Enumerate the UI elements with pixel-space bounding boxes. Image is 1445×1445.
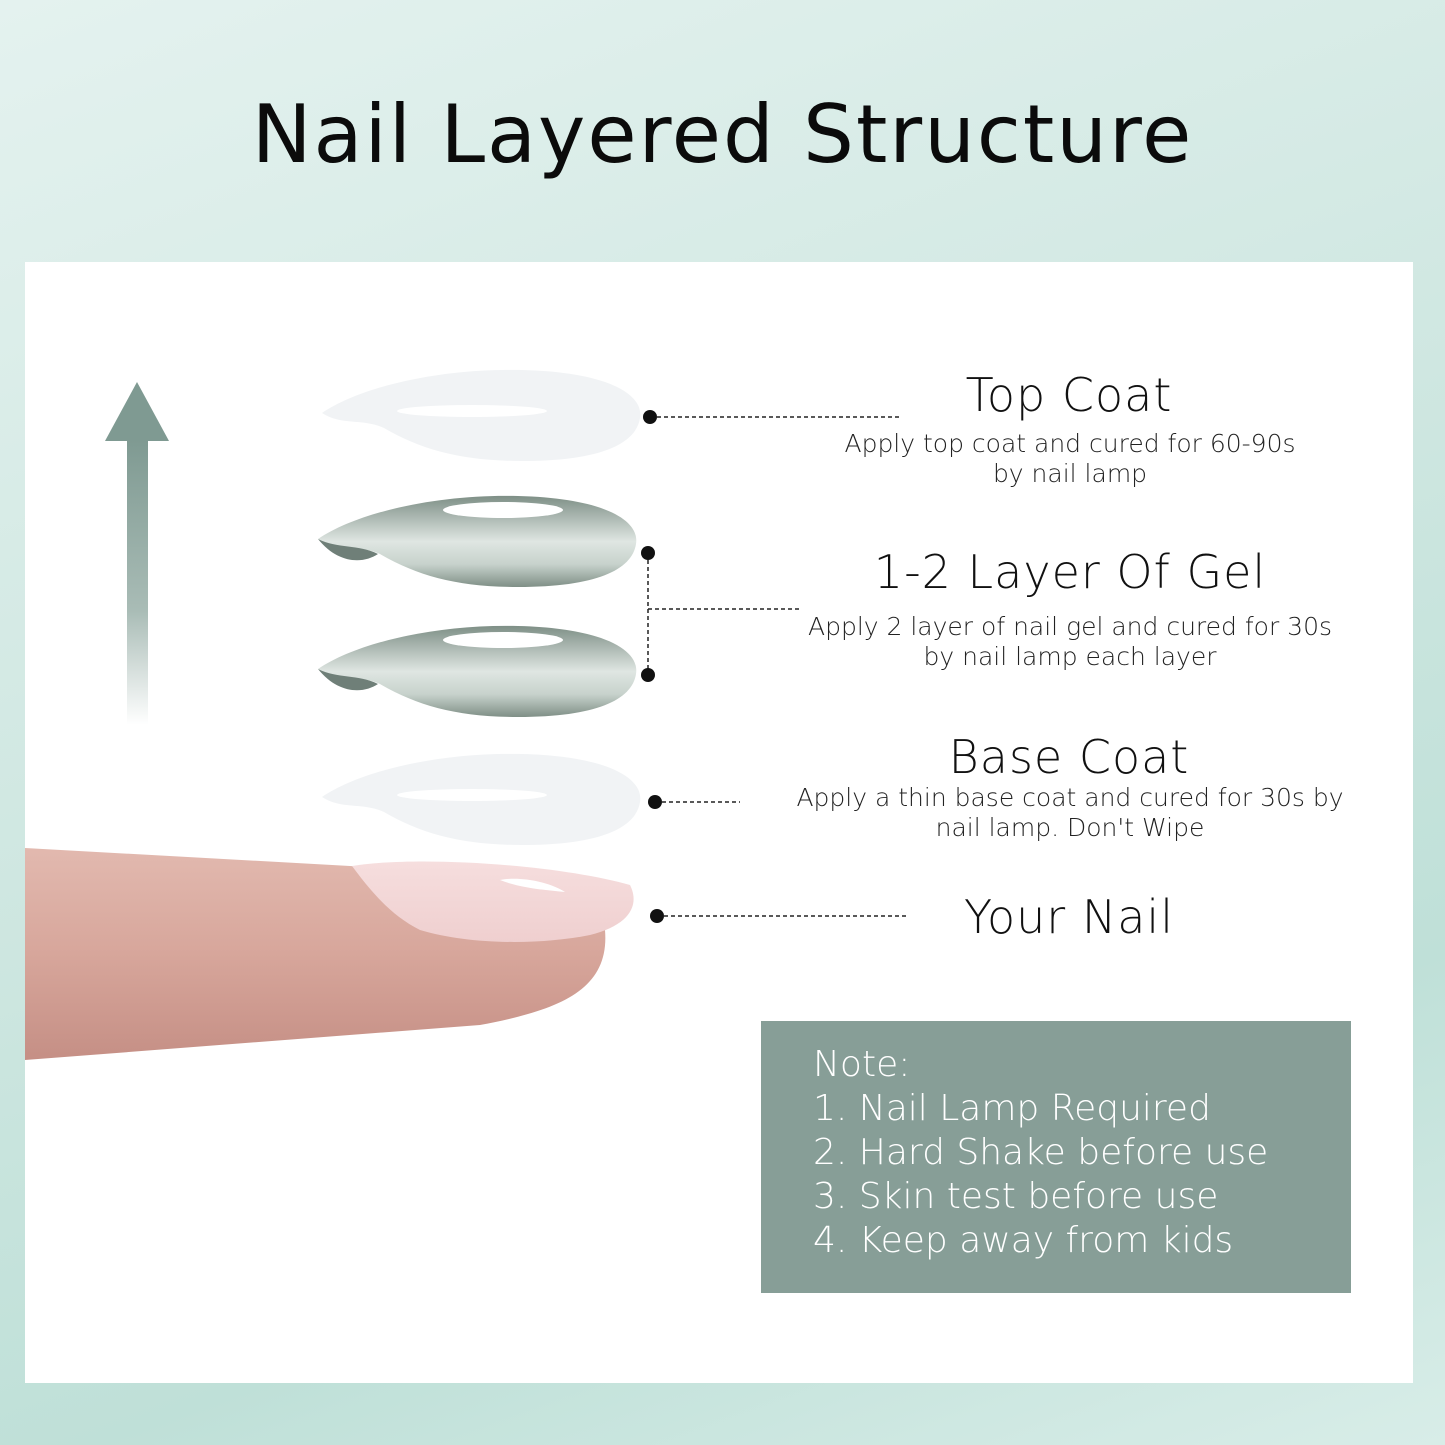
note-item: 3. Skin test before use — [813, 1176, 1219, 1217]
note-item: 4. Keep away from kids — [813, 1220, 1234, 1261]
note-item: 2. Hard Shake before use — [813, 1132, 1269, 1173]
layer-desc-gel: Apply 2 layer of nail gel and cured for … — [740, 612, 1400, 672]
base-coat-nail — [322, 753, 641, 845]
finger-image — [25, 848, 634, 1060]
connector-lines — [647, 416, 907, 917]
note-item: 1. Nail Lamp Required — [813, 1088, 1211, 1129]
note-title: Note: — [813, 1044, 911, 1085]
desc-line: by nail lamp — [992, 459, 1148, 488]
layer-heading-base-coat: Base Coat — [948, 730, 1190, 784]
desc-line: nail lamp. Don't Wipe — [935, 813, 1205, 842]
gel-layer-nail — [318, 625, 637, 717]
connector-dots — [641, 410, 664, 923]
note-box: Note: 1. Nail Lamp Required 2. Hard Shak… — [761, 1021, 1351, 1293]
desc-line: Apply a thin base coat and cured for 30s… — [796, 783, 1344, 812]
desc-line: by nail lamp each layer — [923, 642, 1217, 671]
desc-line: Apply 2 layer of nail gel and cured for … — [807, 612, 1333, 641]
desc-line: Apply top coat and cured for 60-90s — [844, 429, 1296, 458]
layer-desc-base-coat: Apply a thin base coat and cured for 30s… — [740, 783, 1400, 843]
layer-heading-gel: 1-2 Layer Of Gel — [873, 545, 1267, 599]
layer-desc-top-coat: Apply top coat and cured for 60-90s by n… — [760, 429, 1380, 489]
layer-heading-your-nail: Your Nail — [964, 890, 1174, 944]
page-title: Nail Layered Structure — [251, 88, 1194, 181]
up-arrow-icon — [105, 382, 169, 725]
gel-layer-nail — [318, 495, 637, 587]
layer-heading-top-coat: Top Coat — [965, 368, 1173, 422]
top-coat-nail — [322, 369, 641, 461]
